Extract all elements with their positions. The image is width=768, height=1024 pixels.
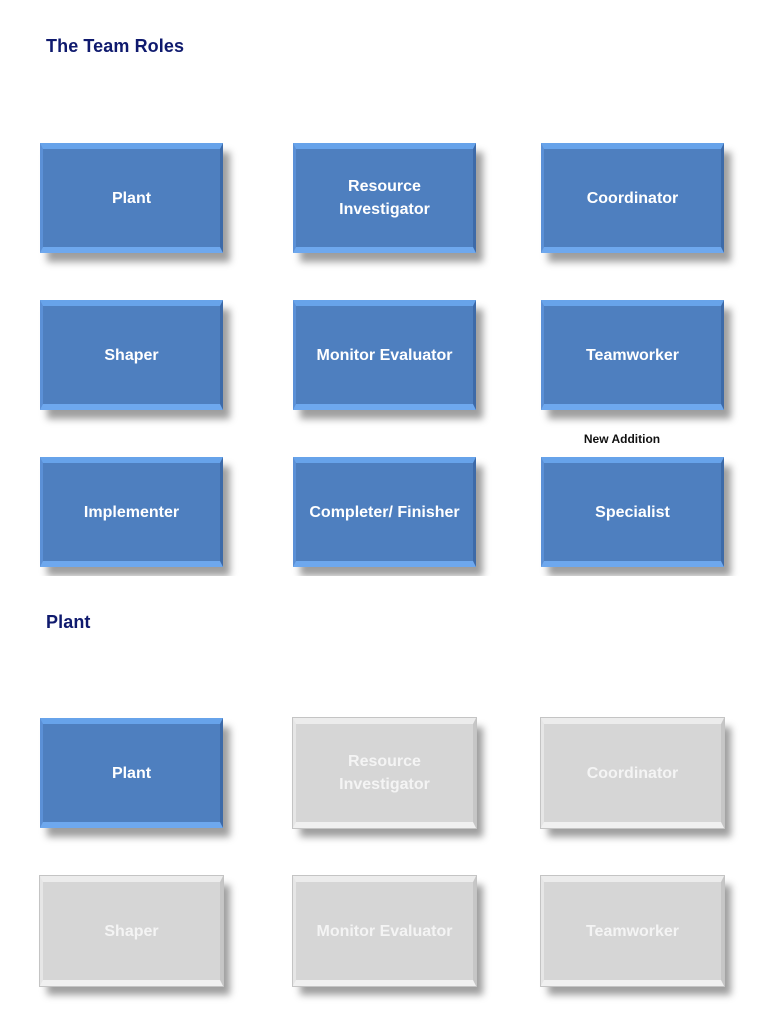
role-tile-monitor-evaluator[interactable]: Monitor Evaluator	[293, 300, 476, 410]
role-tile-coordinator-dimmed[interactable]: Coordinator	[540, 717, 725, 829]
role-tile-teamworker[interactable]: Teamworker	[541, 300, 724, 410]
role-label: Teamworker	[585, 346, 680, 364]
role-tile-plant[interactable]: Plant	[40, 143, 223, 253]
role-label: Coordinator	[586, 764, 679, 782]
role-label: Plant	[111, 764, 152, 782]
role-tile-plant-highlighted[interactable]: Plant	[40, 718, 223, 828]
slide-divider	[0, 576, 768, 586]
role-label: Specialist	[595, 503, 670, 521]
section-title-plant: Plant	[46, 612, 91, 632]
role-label: Teamworker	[585, 922, 680, 940]
new-addition-label: New Addition	[583, 432, 661, 446]
role-label: Shaper	[104, 922, 159, 940]
page-title-team-roles: The Team Roles	[46, 36, 185, 56]
role-tile-teamworker-dimmed[interactable]: Teamworker	[540, 875, 725, 987]
role-label: Shaper	[104, 346, 159, 364]
role-tile-coordinator[interactable]: Coordinator	[541, 143, 724, 253]
role-label: Implementer	[83, 503, 180, 521]
role-label: Completer/ Finisher	[309, 503, 460, 521]
role-label: Monitor Evaluator	[316, 346, 453, 364]
role-tile-shaper[interactable]: Shaper	[40, 300, 223, 410]
role-tile-completer-finisher[interactable]: Completer/ Finisher	[293, 457, 476, 567]
role-tile-shaper-dimmed[interactable]: Shaper	[39, 875, 224, 987]
role-label: Monitor Evaluator	[316, 922, 453, 940]
role-tile-monitor-evaluator-dimmed[interactable]: Monitor Evaluator	[292, 875, 477, 987]
role-label: Plant	[111, 189, 152, 207]
role-label: Coordinator	[586, 189, 679, 207]
role-tile-implementer[interactable]: Implementer	[40, 457, 223, 567]
role-tile-specialist[interactable]: Specialist	[541, 457, 724, 567]
